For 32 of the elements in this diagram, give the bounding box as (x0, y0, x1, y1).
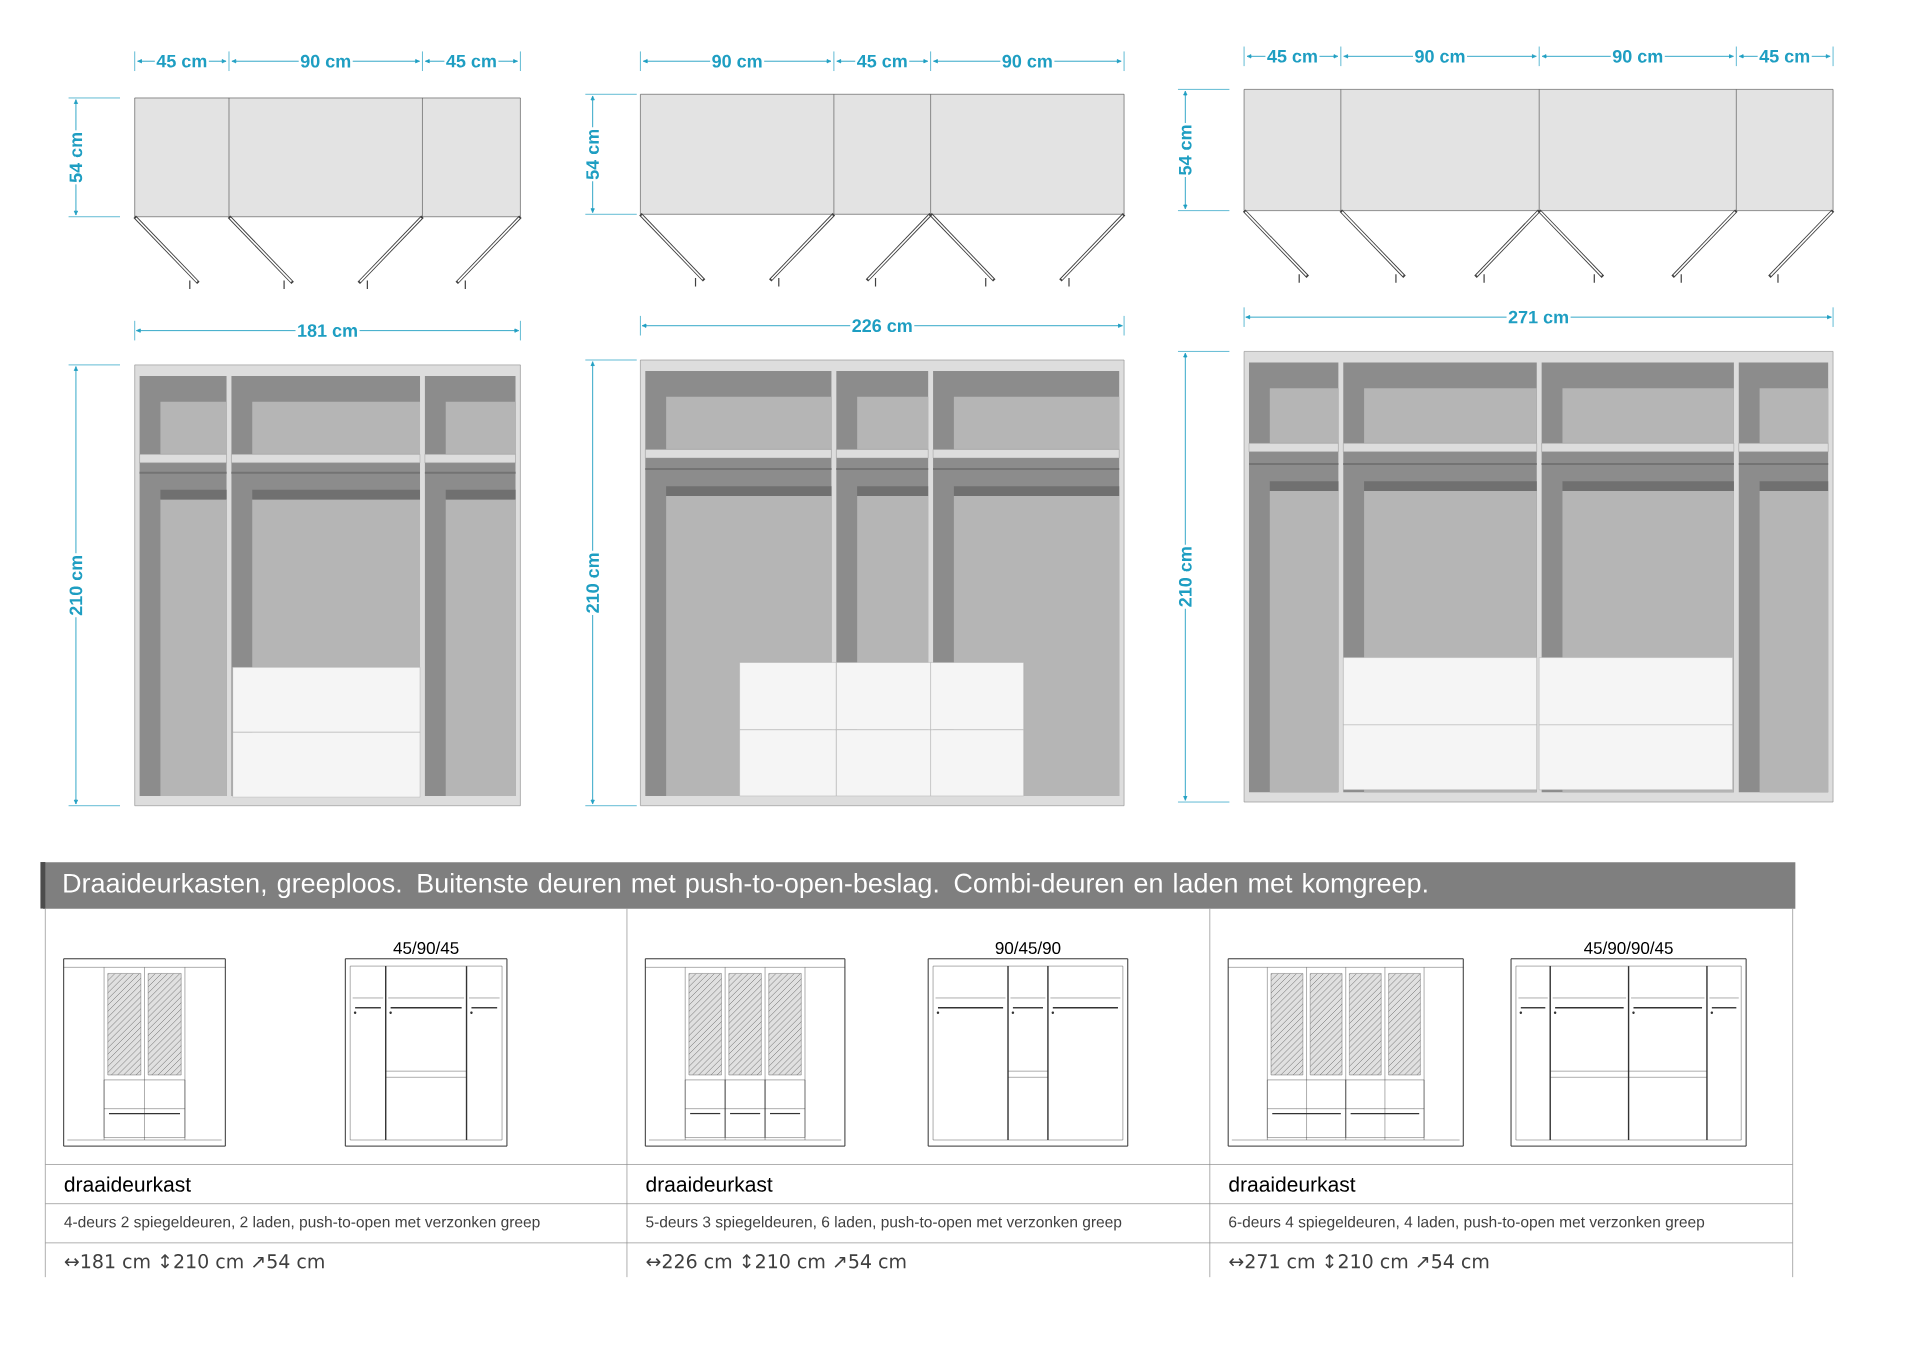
dimension-label: 45 cm (154, 53, 209, 70)
dimension-label: 90 cm (1413, 48, 1468, 65)
dimension-label: 45 cm (444, 53, 499, 70)
dimension-label: 90 cm (710, 53, 765, 70)
product-description: 6-deurs 4 spiegeldeuren, 4 laden, push-to-open met verzonken greep (1229, 1216, 1705, 1231)
product-name: draaideurkast (64, 1176, 191, 1193)
product-dimensions: ↔226 cm ↕210 cm ↗54 cm (646, 1254, 906, 1269)
dimension-label: 54 cm (1177, 123, 1194, 178)
product-description: 5-deurs 3 spiegeldeuren, 6 laden, push-to-open met verzonken greep (646, 1216, 1122, 1231)
dimension-label: 181 cm (295, 323, 360, 339)
product-dimensions: ↔181 cm ↕210 cm ↗54 cm (64, 1254, 324, 1269)
door-width-label: 90/45/90 (995, 941, 1061, 955)
dimension-label: 45 cm (1265, 48, 1320, 65)
dimension-label: 90 cm (1610, 48, 1665, 65)
dimension-label: 226 cm (850, 318, 915, 334)
dimension-label: 90 cm (1000, 53, 1055, 70)
dimension-label: 210 cm (1177, 544, 1194, 609)
dimension-label: 45 cm (855, 53, 910, 70)
dimension-label: 45 cm (1757, 48, 1812, 65)
product-name: draaideurkast (646, 1176, 773, 1193)
door-width-label: 45/90/90/45 (1584, 941, 1673, 955)
dimension-label: 54 cm (584, 127, 601, 182)
dimension-label: 90 cm (298, 53, 353, 70)
product-description: 4-deurs 2 spiegeldeuren, 2 laden, push-to-open met verzonken greep (64, 1216, 540, 1231)
dimension-label: 54 cm (68, 130, 84, 185)
product-name: draaideurkast (1229, 1176, 1356, 1193)
dimension-label: 271 cm (1506, 309, 1571, 326)
dimension-label: 210 cm (68, 553, 84, 618)
heading-bar: Draaideurkasten, greeploos. Buitenste deuren met push-to-open-beslag. Combi-deuren en laden met komgreep. (43, 862, 1796, 909)
dimension-label: 210 cm (584, 551, 601, 616)
door-width-label: 45/90/45 (393, 941, 459, 955)
product-dimensions: ↔271 cm ↕210 cm ↗54 cm (1229, 1254, 1489, 1269)
